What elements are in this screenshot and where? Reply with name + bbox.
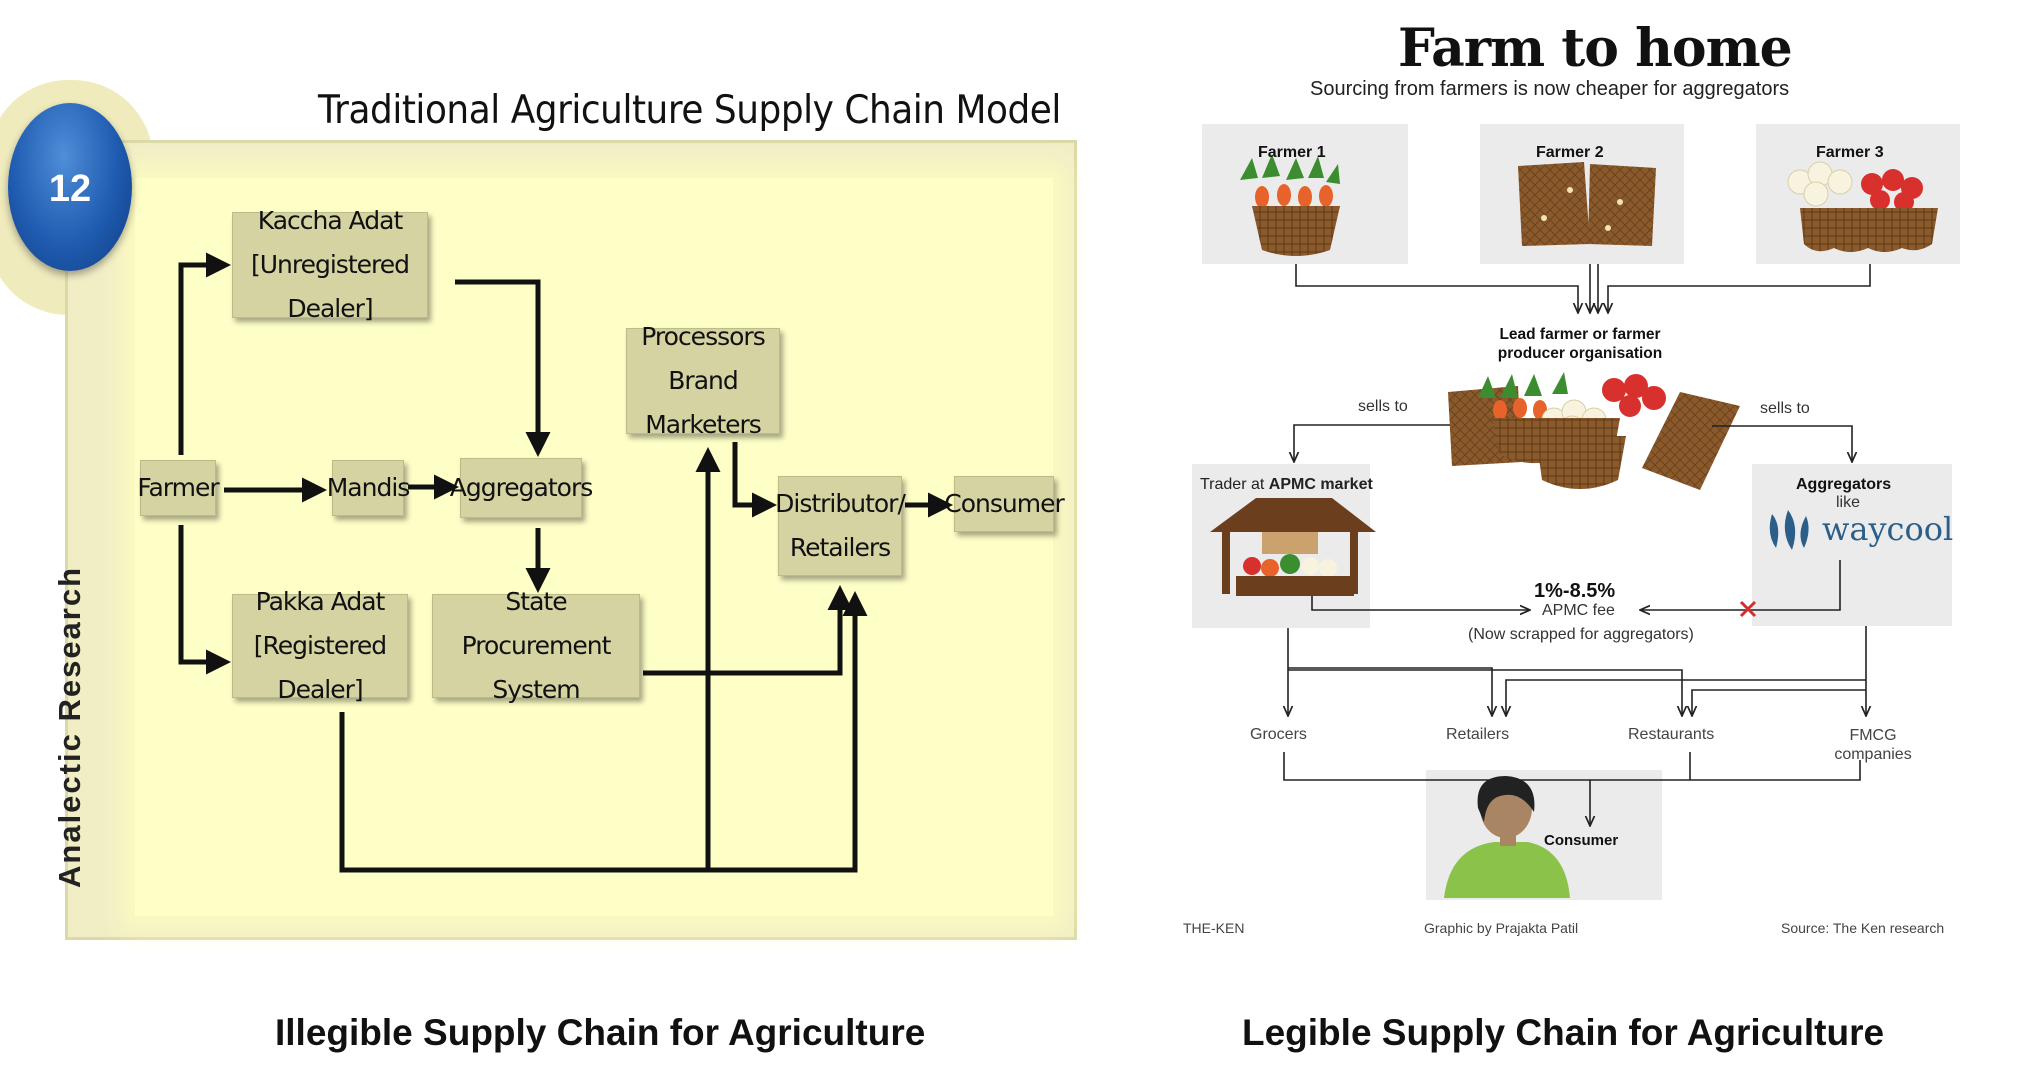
sells-to-trader-label: sells to (1358, 398, 1408, 415)
aggregators-card (1752, 464, 1952, 626)
destination-grocers: Grocers (1250, 726, 1307, 743)
traditional-chain-arrows (178, 252, 953, 873)
aggregators-label: Aggregators (1796, 476, 1892, 493)
arrow-farmer-kaccha (178, 252, 231, 455)
node-mandis: Mandis (327, 460, 410, 516)
apmc-fee-value: 1%-8.5% (1534, 580, 1616, 602)
waycool-logo-text: waycool (1822, 510, 1954, 548)
arrow-processors-distributor (732, 442, 777, 518)
waycool-logo-icon (1769, 510, 1809, 550)
destination-retailers: Retailers (1446, 726, 1510, 743)
slide-number-badge (8, 103, 132, 271)
arrow-farmer-pakka (178, 525, 231, 675)
aggregators-like-label: like (1836, 494, 1861, 511)
destination-restaurants: Restaurants (1628, 726, 1715, 743)
node-farmer: Farmer (137, 460, 220, 516)
footer-brand: THE-KEN (1183, 920, 1245, 936)
node-consumer: Consumer (944, 476, 1065, 532)
grain-sacks-icon (1518, 162, 1656, 246)
traditional-chain-title: Traditional Agriculture Supply Chain Mod… (318, 88, 1061, 133)
caption-illegible: Illegible Supply Chain for Agriculture (275, 1012, 926, 1053)
arrow-pakka-loop (339, 591, 868, 873)
trader-label: Trader at APMC market (1200, 476, 1373, 493)
node-pakka-adat: Pakka Adat[Registered Dealer] (232, 587, 408, 704)
sells-to-aggregators-label: sells to (1760, 400, 1810, 417)
consumer-person-icon (1444, 776, 1570, 898)
vegetable-basket-icon (1787, 161, 1938, 252)
produce-pile-icon (1448, 372, 1740, 490)
farmer-1-label: Farmer 1 (1258, 144, 1326, 161)
scrapped-fee-cross-icon (1739, 600, 1757, 618)
caption-legible: Legible Supply Chain for Agriculture (1242, 1012, 1885, 1053)
apmc-fee-label: APMC fee (1542, 602, 1615, 619)
farmer-3-label: Farmer 3 (1816, 144, 1884, 161)
arrow-kaccha-aggregators (455, 279, 551, 457)
footer-source: Source: The Ken research (1781, 920, 1945, 936)
slide-number: 12 (48, 168, 92, 210)
farm-to-home-subtitle: Sourcing from farmers is now cheaper for… (1310, 78, 1790, 100)
lead-farmer-label: Lead farmer or farmer producer organisat… (1497, 326, 1663, 362)
farmer-2-label: Farmer 2 (1536, 144, 1604, 161)
market-stall-icon (1210, 498, 1376, 596)
consumer-label: Consumer (1544, 832, 1619, 849)
node-aggregators: Aggregators (450, 458, 593, 518)
footer-credit: Graphic by Prajakta Patil (1424, 920, 1579, 936)
destination-fmcg: FMCG companies (1834, 727, 1912, 763)
farm-to-home-title: Farm to home (1398, 18, 1793, 79)
node-distributor-retailers: Distributor/Retailers (775, 476, 906, 576)
apmc-fee-note: (Now scrapped for aggregators) (1468, 626, 1694, 643)
carrot-basket-icon (1240, 154, 1340, 256)
node-kaccha-adat: Kaccha Adat[Unregistered Dealer] (232, 206, 428, 323)
